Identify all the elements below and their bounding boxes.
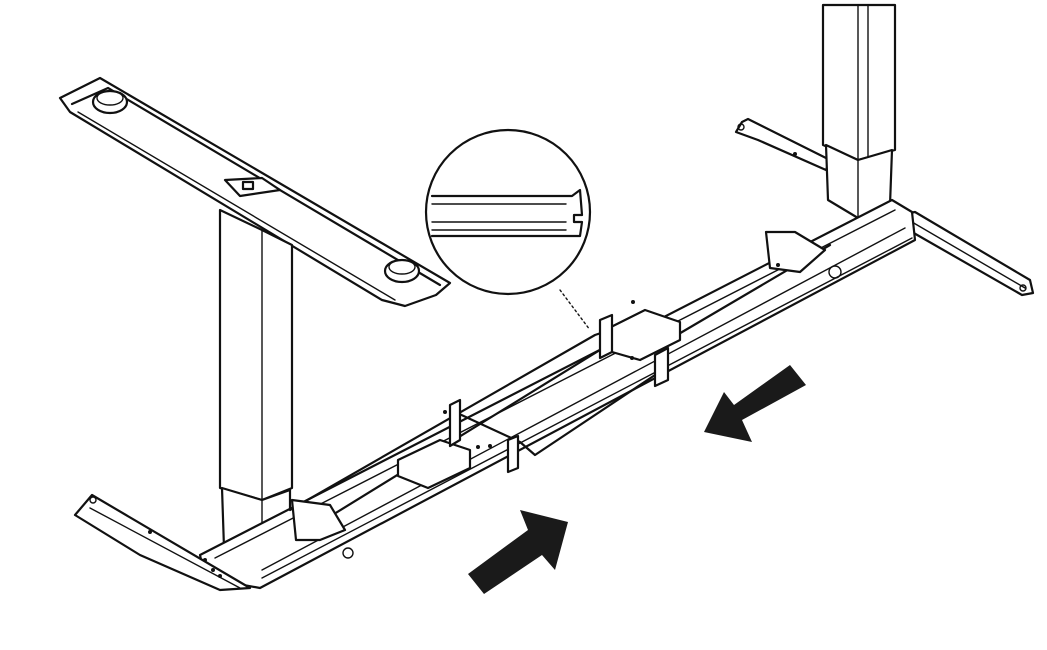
- right-leg-column: [821, 3, 897, 220]
- push-right-arrow: [468, 510, 568, 594]
- left-foot: [73, 493, 252, 592]
- right-foot-front: [896, 210, 1035, 297]
- left-top-bracket: [58, 76, 452, 308]
- right-foot-back: [734, 117, 832, 172]
- push-left-arrow: [704, 365, 806, 442]
- left-leg-column: [218, 208, 294, 562]
- crossbar-rail: [198, 198, 917, 590]
- rail-profile-detail: [424, 128, 592, 331]
